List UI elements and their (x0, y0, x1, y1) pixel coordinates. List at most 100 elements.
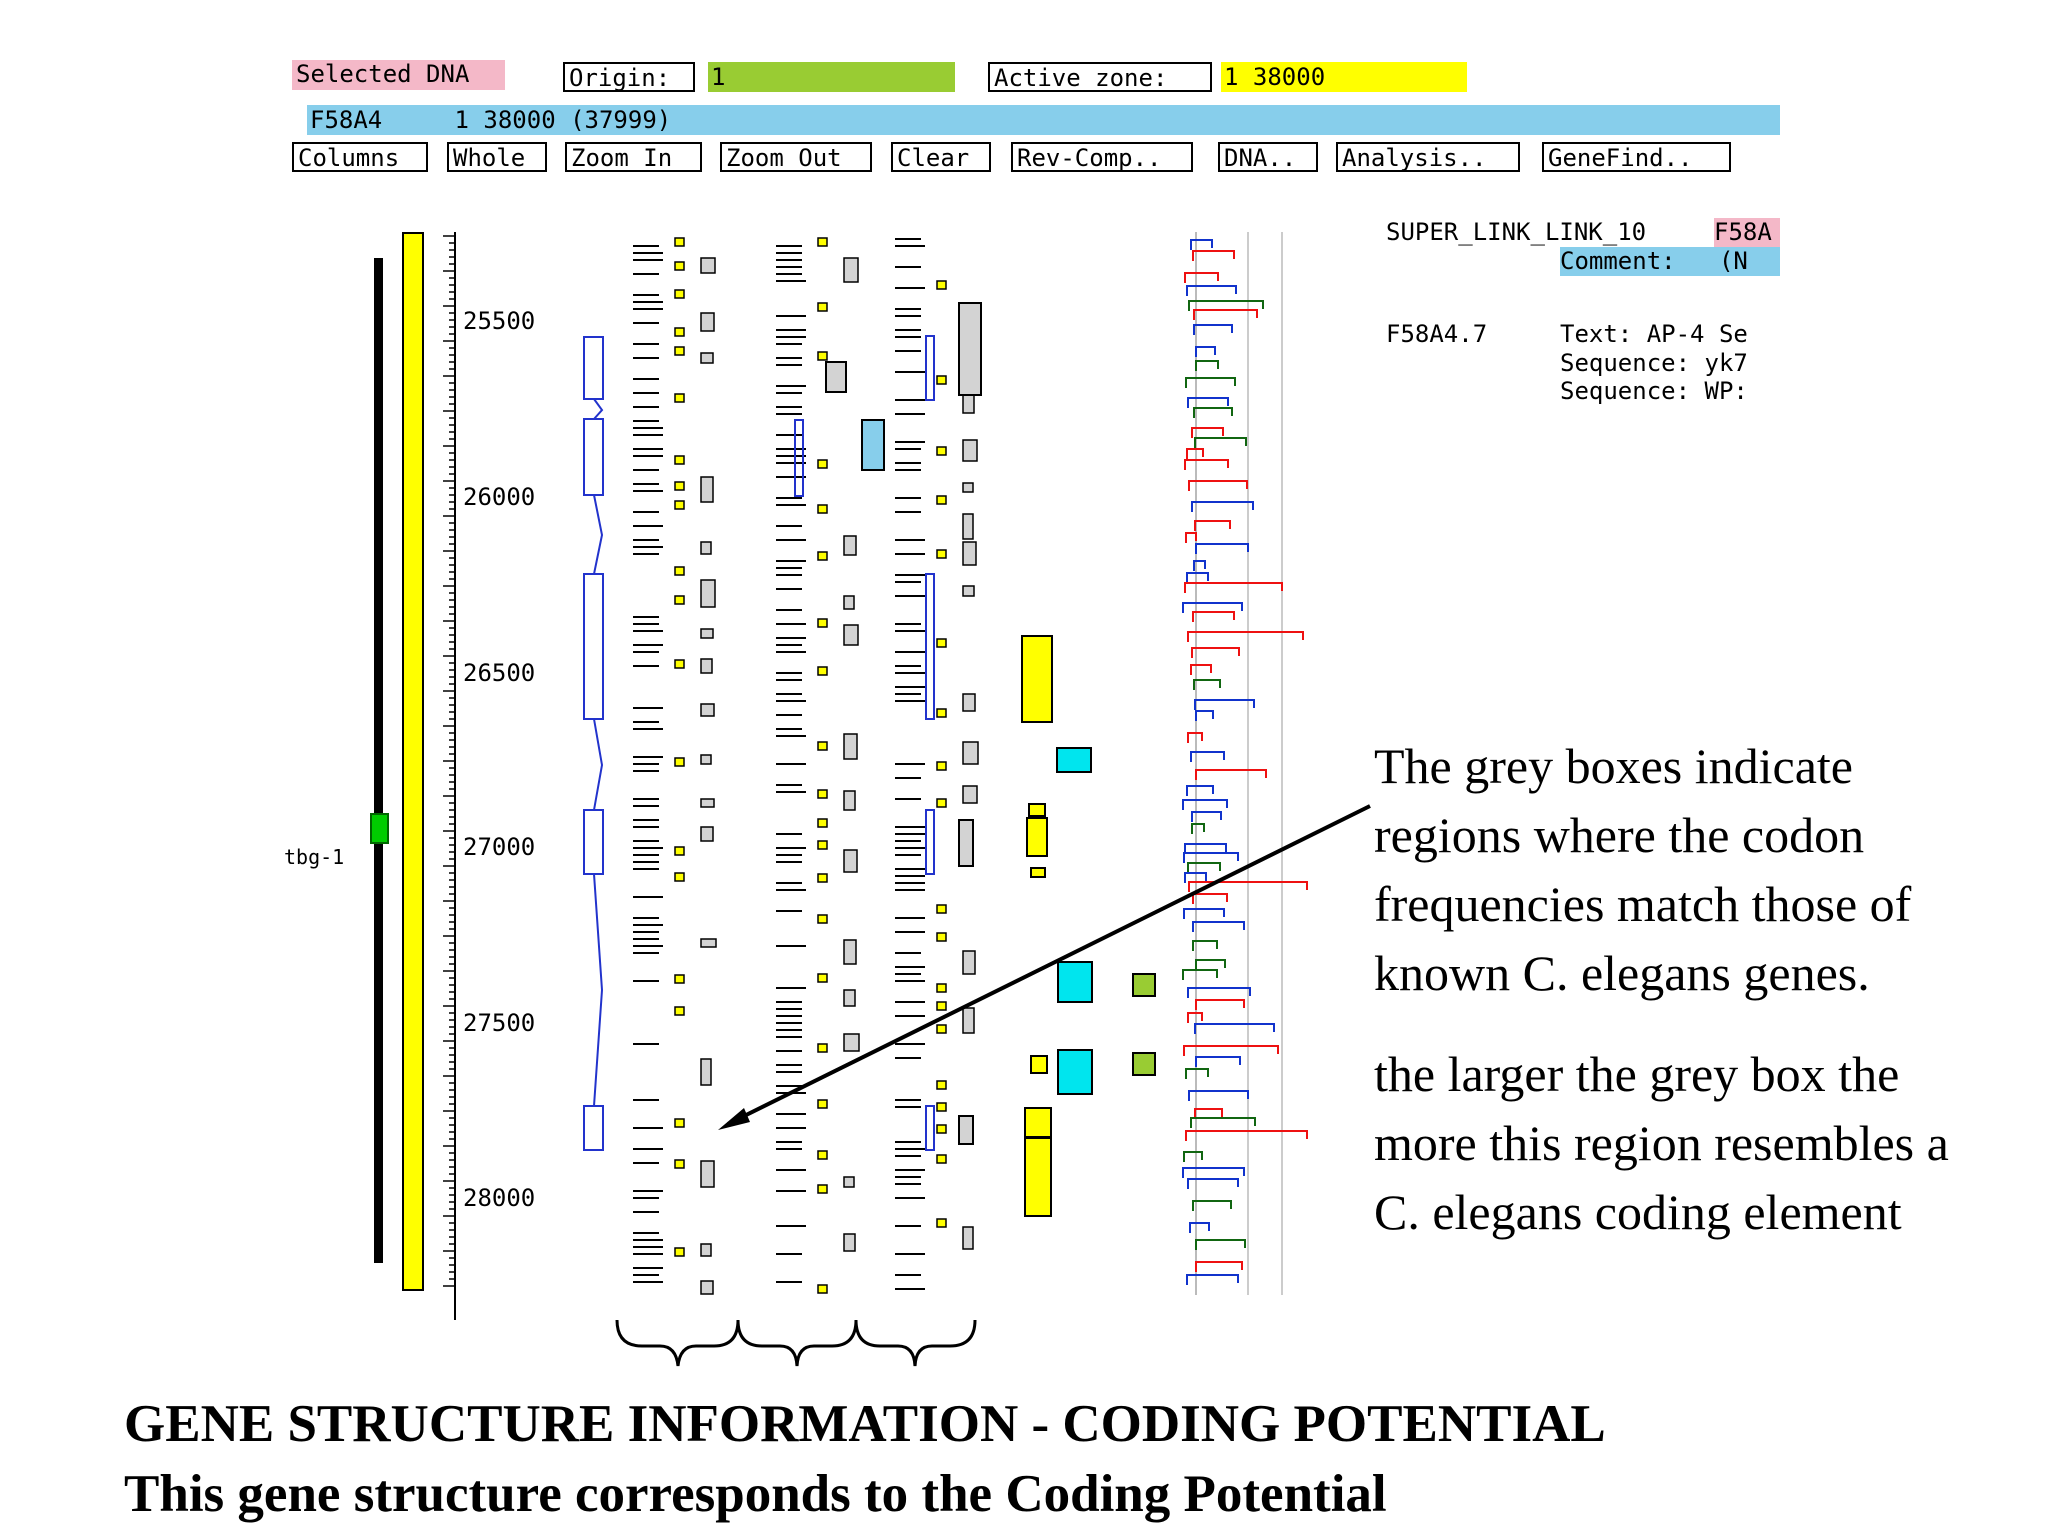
atg-mark (936, 280, 947, 290)
atg-mark (817, 914, 828, 924)
frame-bracket (1193, 324, 1233, 335)
annot-line: The grey boxes indicate (1374, 738, 1853, 794)
atg-mark (936, 1102, 947, 1112)
frame-bracket (1183, 852, 1239, 863)
columns-button[interactable]: Columns (292, 142, 428, 172)
exon (583, 809, 604, 875)
info-clone[interactable]: F58A (1714, 218, 1780, 247)
coding-potential-box (843, 733, 858, 760)
frame-bracket (1193, 407, 1233, 418)
ruler-label-27500: 27500 (463, 1009, 535, 1037)
cyan-feature (1057, 961, 1093, 1003)
atg-mark (674, 1247, 685, 1257)
exon (583, 336, 604, 400)
coding-potential-box (843, 1176, 855, 1188)
info-link-name[interactable]: SUPER_LINK_LINK_10 (1386, 218, 1647, 246)
intron (593, 718, 604, 811)
analysis-button[interactable]: Analysis.. (1336, 142, 1520, 172)
genefind-button[interactable]: GeneFind.. (1542, 142, 1731, 172)
frame-bracket (1191, 811, 1222, 822)
frame-bracket (1194, 699, 1255, 710)
frame-bracket (1192, 893, 1228, 904)
coding-potential-box (962, 693, 976, 712)
zoom-out-button[interactable]: Zoom Out (720, 142, 872, 172)
caption-subtitle: This gene structure corresponds to the C… (124, 1465, 1387, 1523)
annot-line: more this region resembles a (1374, 1115, 1949, 1171)
yellow-feature (1028, 803, 1046, 817)
exon-outline (794, 419, 804, 497)
info-text-line: Text: AP-4 Se (1560, 320, 1748, 348)
atg-mark (936, 375, 947, 385)
intron (593, 873, 604, 1107)
coding-potential-box (700, 579, 716, 608)
coding-potential-box (843, 989, 856, 1007)
arrow-head (718, 1108, 750, 1130)
coding-potential-box (958, 302, 982, 396)
intron (593, 398, 604, 420)
annot-line: frequencies match those of (1374, 876, 1912, 932)
info-seq-line2[interactable]: Sequence: WP: (1560, 377, 1748, 405)
frame-bracket (1183, 908, 1225, 919)
dna-button[interactable]: DNA.. (1218, 142, 1318, 172)
frame-bracket (1186, 785, 1214, 796)
yellow-feature (1024, 1137, 1052, 1217)
frame-bracket (1195, 959, 1226, 970)
frame-bracket (1191, 647, 1240, 658)
annotation-arrow (727, 804, 1371, 1126)
frame-bracket (1192, 611, 1235, 622)
selected-dna-label: Selected DNA (292, 60, 505, 90)
frame-bracket (1187, 862, 1221, 873)
frame-bracket (1195, 543, 1249, 554)
frame-bracket (1186, 448, 1204, 459)
atg-mark (674, 872, 685, 882)
coding-potential-box (700, 938, 717, 948)
frame-bracket (1194, 1023, 1275, 1034)
frame-bracket (1188, 300, 1264, 311)
frame-bracket (1187, 1012, 1203, 1023)
clear-button[interactable]: Clear (891, 142, 991, 172)
frame-bracket (1188, 480, 1248, 491)
frame-bracket (1184, 872, 1207, 883)
atg-mark (936, 1024, 947, 1034)
atg-mark (936, 904, 947, 914)
ruler-label-26000: 26000 (463, 483, 535, 511)
frame-bracket (1182, 969, 1218, 980)
zoom-in-button[interactable]: Zoom In (565, 142, 702, 172)
atg-mark (817, 504, 828, 514)
gene-model (583, 336, 604, 1151)
frame-bracket (1193, 679, 1221, 690)
atg-mark (936, 761, 947, 771)
coding-potential-box (962, 541, 977, 566)
frame-bracket (1186, 1274, 1239, 1285)
yellow-feature (1030, 867, 1046, 878)
coding-potential-box (700, 312, 715, 332)
frame-bracket (1190, 664, 1212, 675)
atg-mark (936, 446, 947, 456)
atg-mark (936, 1080, 947, 1090)
atg-mark (817, 459, 828, 469)
coding-potential-columns (633, 237, 982, 1295)
whole-button[interactable]: Whole (447, 142, 547, 172)
exon (583, 573, 604, 720)
atg-mark (674, 289, 685, 299)
annot-line: C. elegans coding element (1374, 1184, 1902, 1240)
ruler-minor-ticks (443, 235, 455, 1287)
atg-mark (674, 327, 685, 337)
atg-mark (817, 551, 828, 561)
rev-comp-button[interactable]: Rev-Comp.. (1011, 142, 1193, 172)
frame-bracket (1184, 272, 1219, 283)
frame-bracket (1194, 1108, 1223, 1119)
info-seq-line1[interactable]: Sequence: yk7 (1560, 349, 1748, 377)
origin-input[interactable] (708, 62, 955, 92)
frame-bracket (1190, 239, 1213, 250)
atg-mark (817, 1150, 828, 1160)
info-gene[interactable]: F58A4.7 (1386, 320, 1488, 348)
atg-mark (674, 974, 685, 984)
exon-outline (925, 809, 935, 875)
atg-mark (674, 481, 685, 491)
frame-bracket (1183, 1045, 1279, 1056)
coding-potential-box (700, 1280, 714, 1295)
exon (583, 1105, 604, 1151)
active-zone-input[interactable] (1221, 62, 1467, 92)
